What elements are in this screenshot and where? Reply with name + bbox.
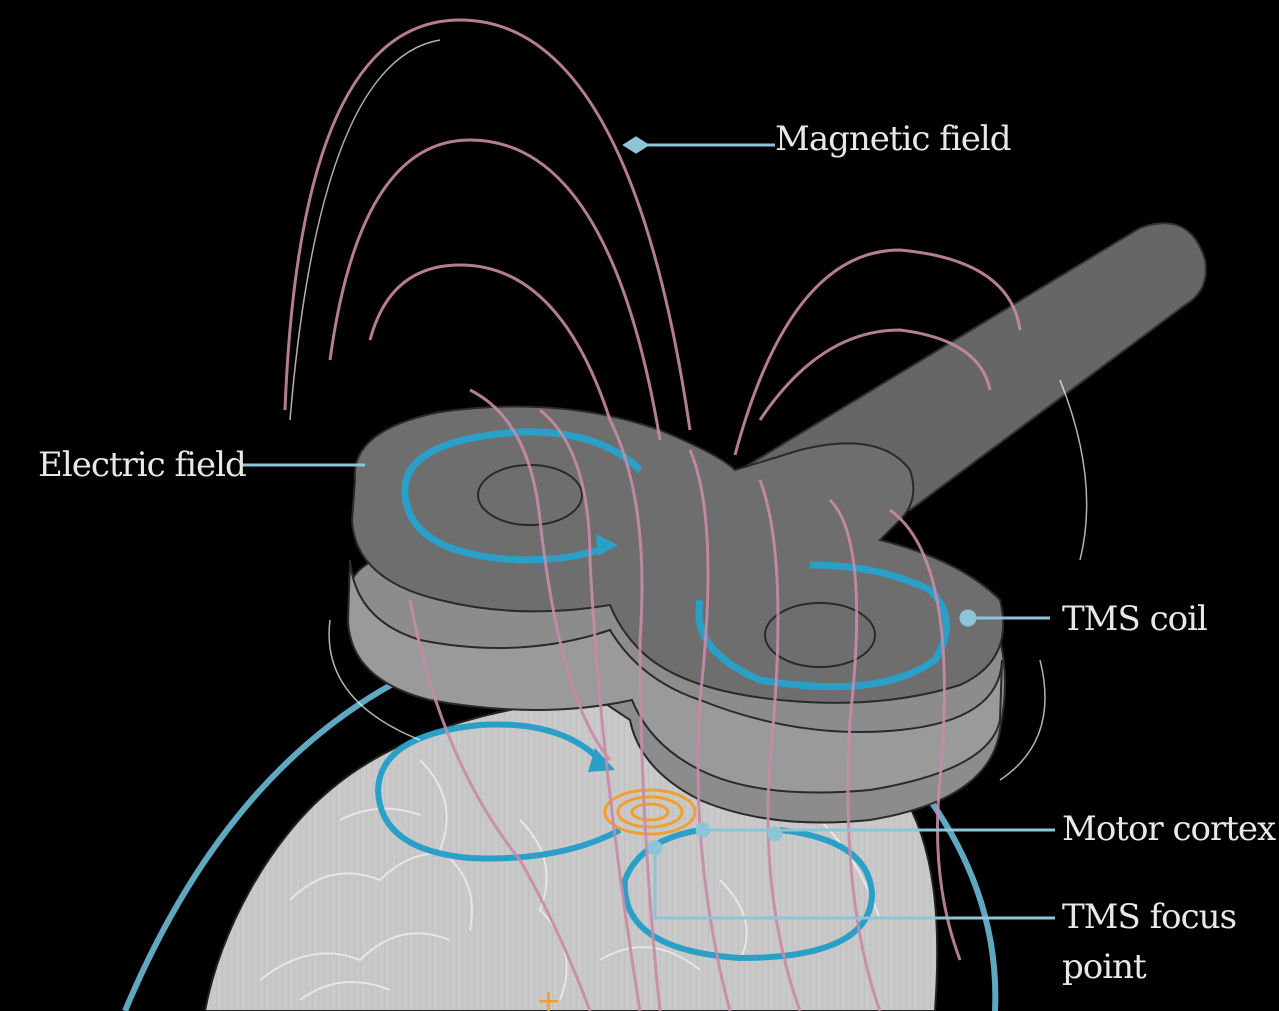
label-electric-field: Electric field: [38, 445, 246, 485]
label-tms-focus-line1: TMS focus: [1062, 897, 1236, 937]
svg-text:+: +: [536, 984, 561, 1011]
label-magnetic-field: Magnetic field: [775, 119, 1011, 159]
label-tms-focus-line2: point: [1062, 947, 1147, 987]
label-motor-cortex: Motor cortex: [1062, 809, 1276, 849]
label-tms-coil: TMS coil: [1062, 599, 1207, 639]
head-outline-right: [930, 800, 995, 1011]
